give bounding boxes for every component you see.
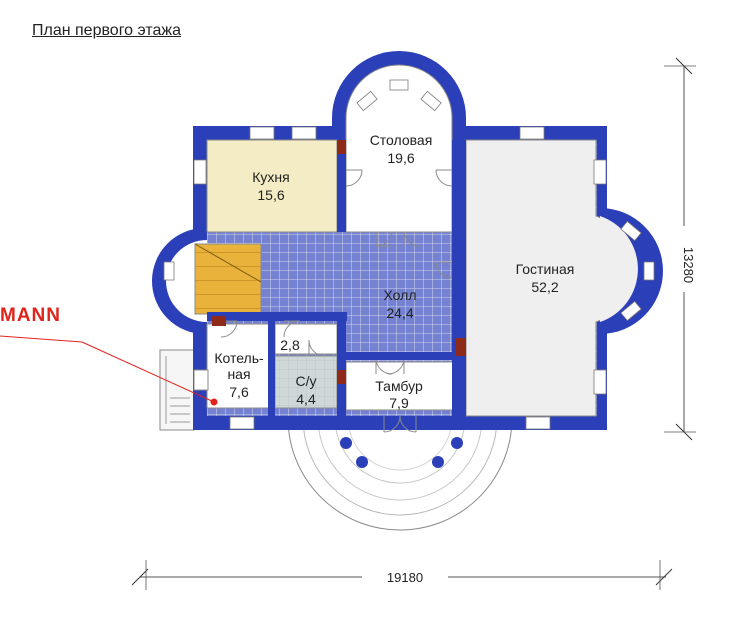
bathroom-room: [274, 355, 338, 409]
porch-column: [340, 437, 352, 449]
living-bay: [600, 216, 638, 322]
boiler-room: [206, 323, 270, 409]
vestibule-name: Тамбур: [375, 378, 423, 394]
dining-name: Столовая: [370, 132, 433, 148]
living-area: 52,2: [531, 279, 558, 295]
bathroom-area: 4,4: [296, 391, 316, 407]
hall-name: Холл: [384, 287, 417, 303]
living-name: Гостиная: [516, 261, 575, 277]
porch-column: [432, 456, 444, 468]
kitchen-name: Кухня: [252, 169, 289, 185]
boiler-marker: [210, 398, 218, 406]
leader-line: [0, 335, 83, 343]
kitchen-room: [206, 139, 338, 233]
boiler-name-1: Котель-: [214, 350, 264, 366]
staircase: [194, 243, 262, 315]
width-value: 19180: [387, 570, 423, 585]
height-dimension: 13280: [664, 57, 696, 441]
interior-walls: [207, 140, 466, 416]
dining-room: [345, 64, 453, 233]
kitchen-area: 15,6: [257, 187, 284, 203]
boiler-name-2: ная: [227, 366, 250, 382]
windows: [163, 79, 655, 430]
porch-column: [451, 437, 463, 449]
vestibule-room: [345, 361, 455, 411]
room-labels: Кухня 15,6 Столовая 19,6 Гостиная 52,2 Х…: [214, 132, 574, 411]
hall-area: 24,4: [386, 305, 413, 321]
side-stairs: [159, 349, 195, 431]
brand-watermark: MANN: [0, 305, 61, 326]
porch-column: [356, 456, 368, 468]
vent-blocks: [212, 140, 466, 384]
plan-title: План первого этажа: [32, 22, 181, 39]
doors: [220, 169, 453, 433]
bathroom-name: С/у: [296, 373, 317, 389]
closet-area: 2,8: [280, 337, 300, 353]
porch: [287, 417, 513, 531]
height-value: 13280: [681, 247, 696, 283]
dining-area: 19,6: [387, 150, 414, 166]
boiler-area: 7,6: [229, 384, 249, 400]
width-dimension: 19180: [131, 560, 673, 590]
vestibule-area: 7,9: [389, 395, 409, 411]
